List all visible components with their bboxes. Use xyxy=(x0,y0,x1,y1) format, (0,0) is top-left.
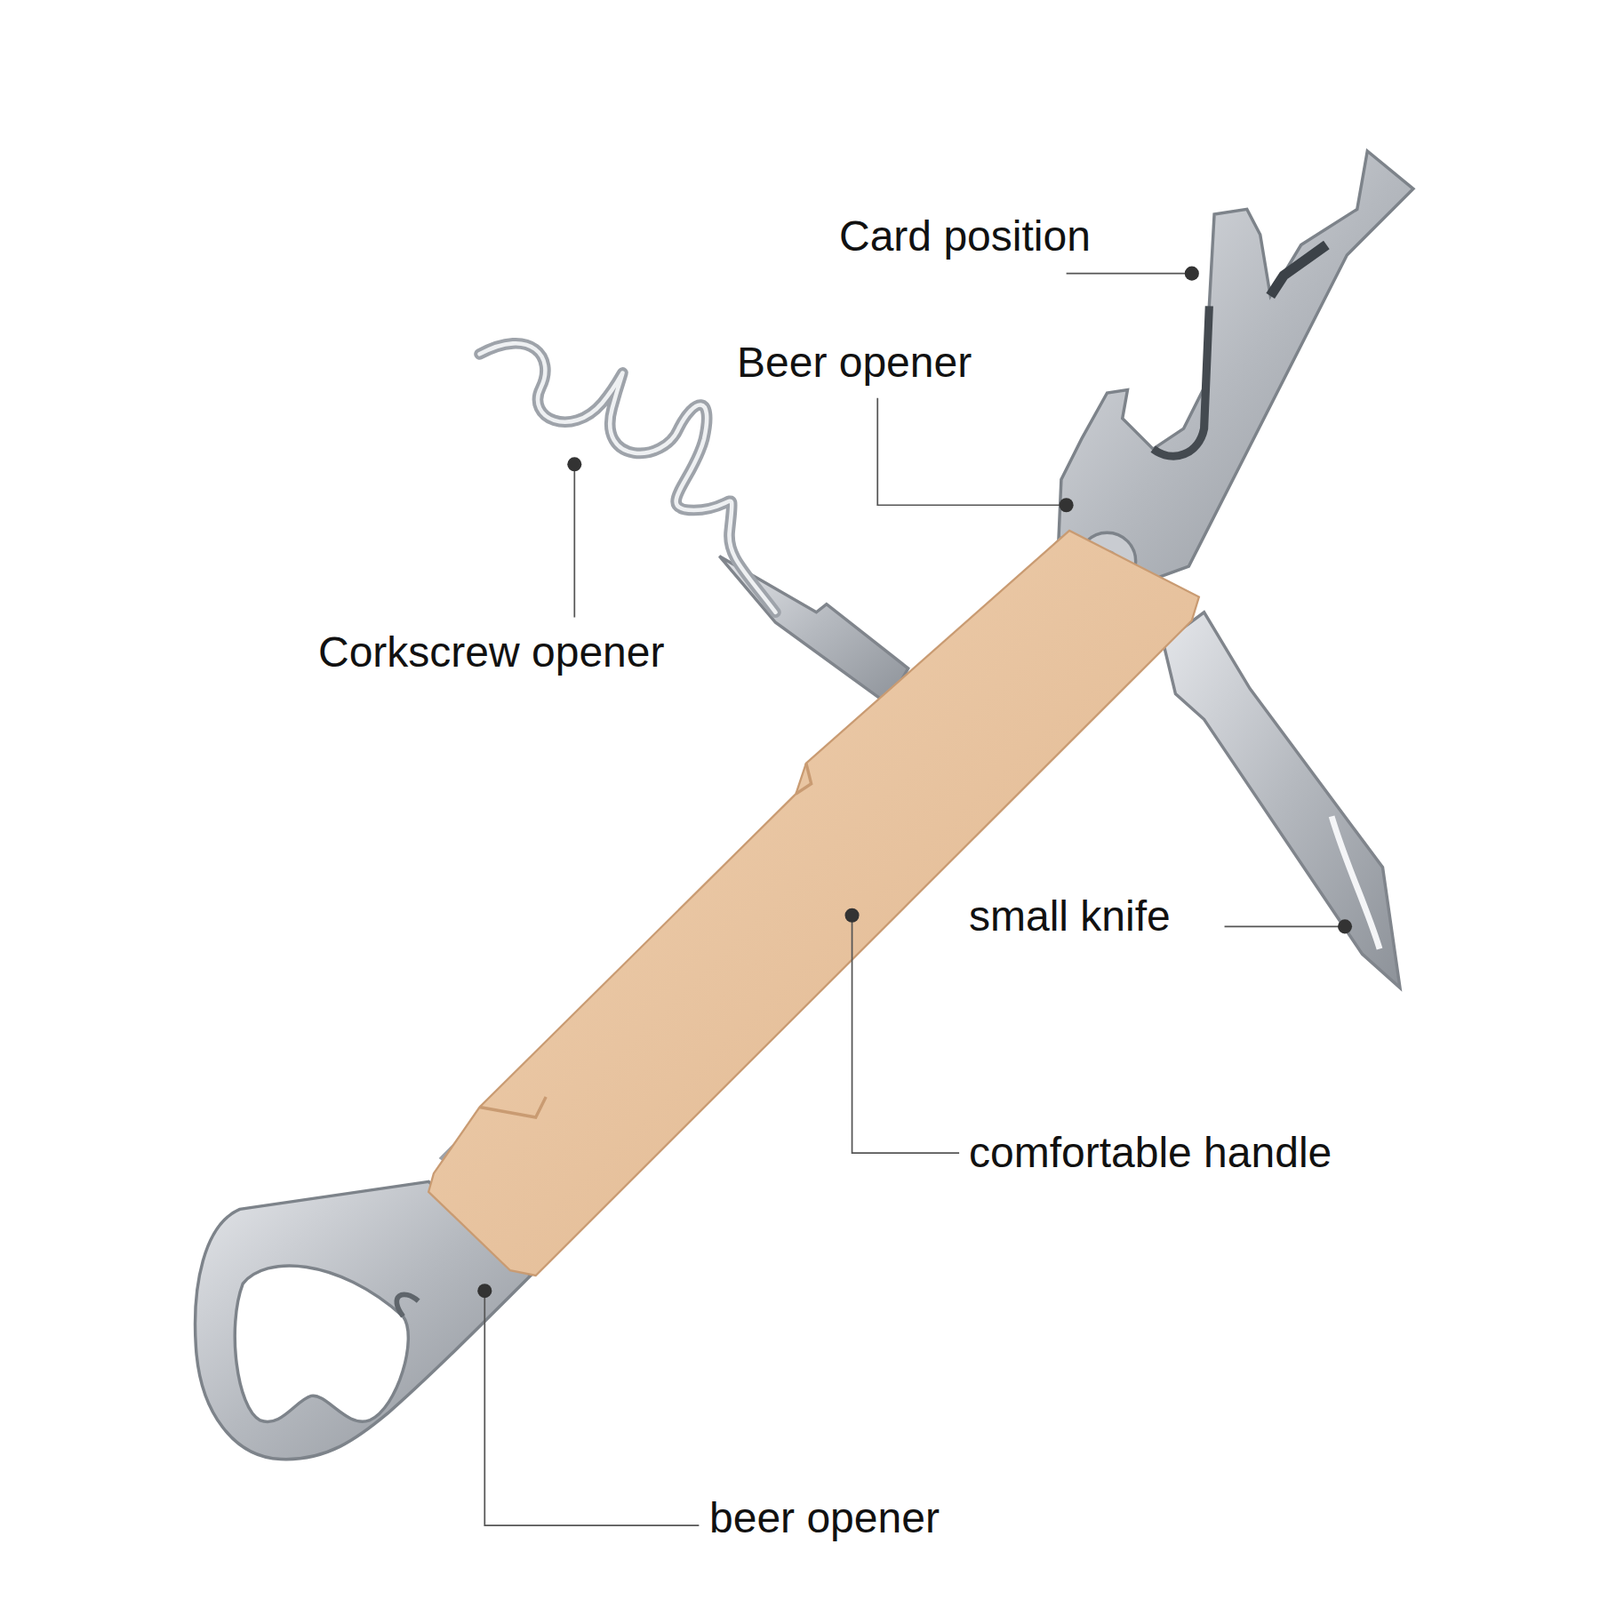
callout-label: Beer opener xyxy=(736,339,972,387)
callout-label: small knife xyxy=(968,893,1171,941)
callout-label: Corkscrew opener xyxy=(318,629,664,677)
callout-label: comfortable handle xyxy=(968,1129,1332,1177)
callout-label: beer opener xyxy=(709,1495,940,1543)
callout-label: Card position xyxy=(839,213,1091,261)
